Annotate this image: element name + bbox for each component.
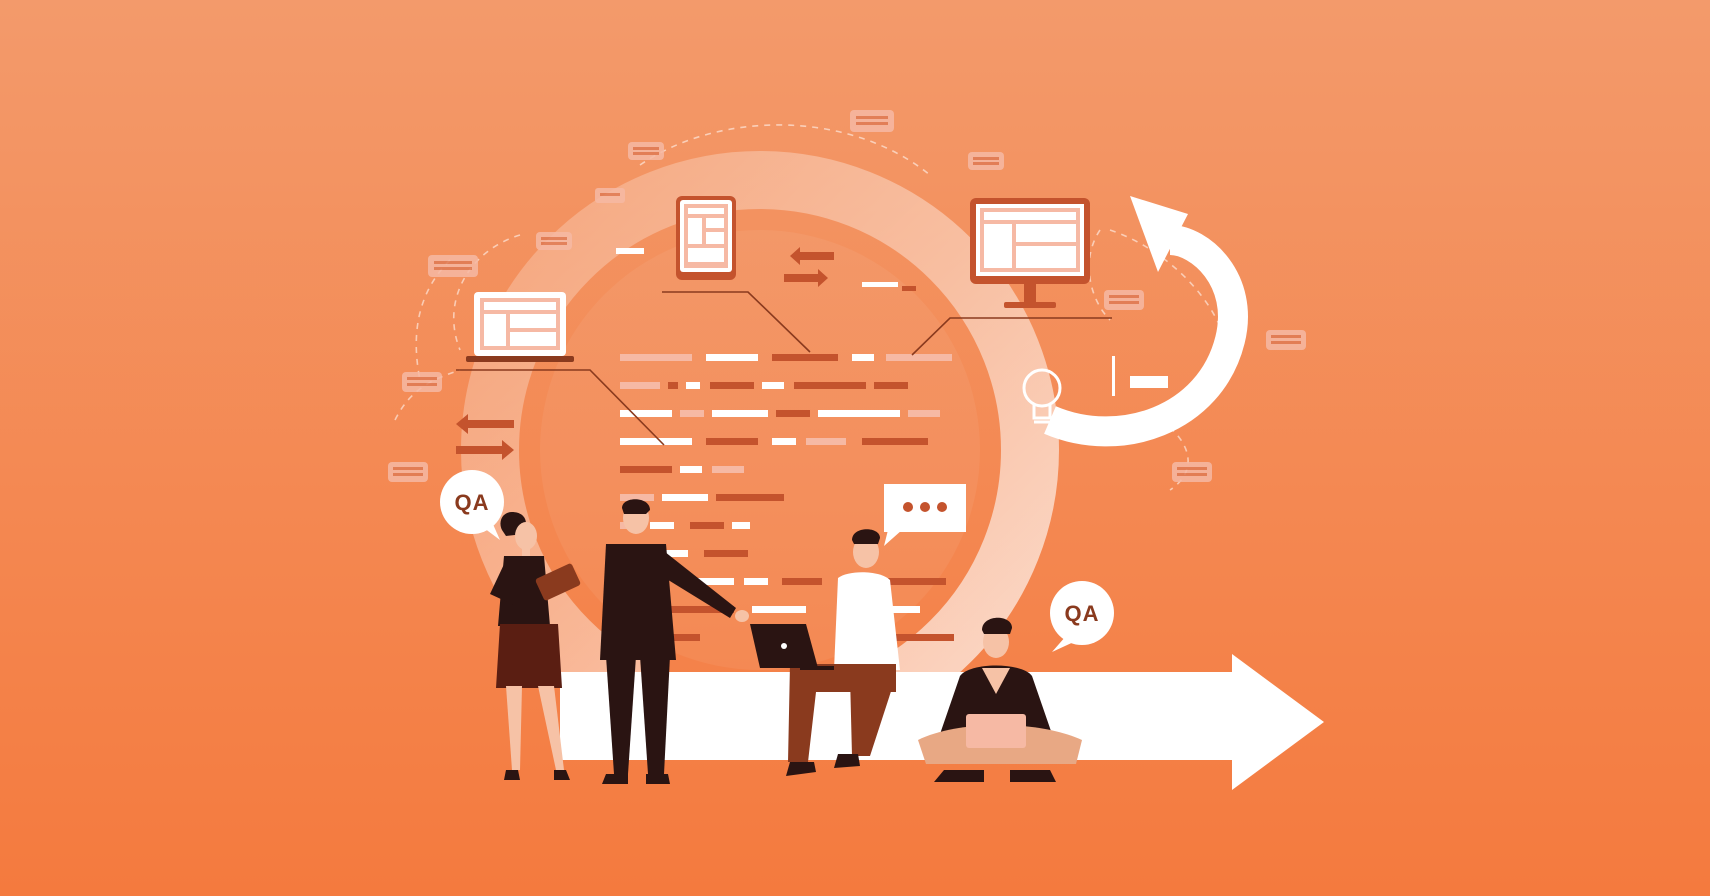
qa-speech-bubble-right: QA bbox=[1050, 581, 1114, 652]
lightbulb-icon bbox=[1022, 368, 1062, 424]
qa-bubble-label: QA bbox=[455, 490, 490, 515]
swap-arrows-icon bbox=[456, 247, 834, 460]
qa-bubble-label: QA bbox=[1065, 601, 1100, 626]
person-man-cross-legged bbox=[918, 617, 1082, 782]
connector-lines bbox=[456, 291, 1112, 446]
chat-bubble-icon bbox=[884, 484, 966, 546]
qa-speech-bubble-left: QA bbox=[440, 470, 504, 540]
person-woman-with-tablet bbox=[490, 512, 581, 780]
person-man-in-suit bbox=[600, 499, 749, 784]
laptop-device-icon bbox=[466, 292, 574, 362]
code-lines bbox=[620, 354, 954, 641]
progress-arrow bbox=[560, 654, 1324, 790]
tablet-device-icon bbox=[676, 196, 736, 280]
person-man-with-laptop bbox=[750, 529, 900, 776]
refresh-arrow-icon bbox=[1044, 196, 1248, 447]
small-dash-marks bbox=[616, 248, 1168, 396]
floating-cards bbox=[388, 110, 1306, 482]
monitor-device-icon bbox=[970, 198, 1090, 308]
